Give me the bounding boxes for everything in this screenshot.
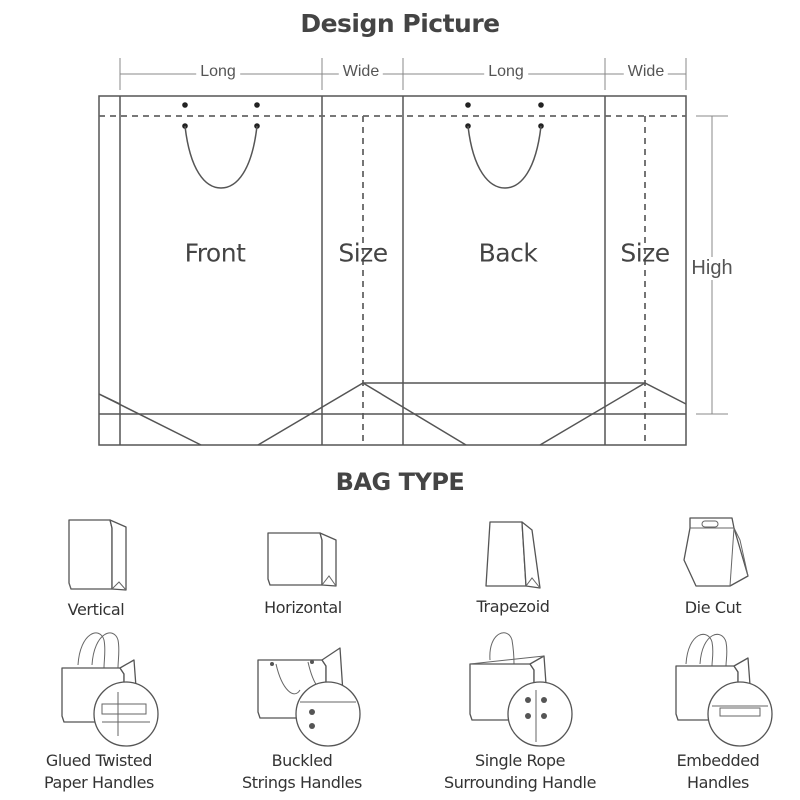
label-line: Buckled: [271, 751, 333, 770]
label-line: Embedded: [676, 751, 760, 770]
label-line: Strings Handles: [242, 773, 362, 792]
label-line: Paper Handles: [44, 773, 154, 792]
label-line: Glued Twisted: [45, 751, 153, 770]
bag-type-label-embedded: Embedded Handles: [628, 750, 800, 794]
dimension-wide-label: Wide: [623, 63, 669, 81]
back-panel-label: Back: [478, 238, 538, 268]
side-panel-label: Size: [338, 238, 388, 268]
buckled-string-handle-bag-icon: [257, 647, 361, 747]
front-panel-label: Front: [184, 238, 246, 268]
bag-type-label-buckled-strings: Buckled Strings Handles: [212, 750, 392, 794]
glued-twisted-handle-bag-icon: [61, 632, 159, 747]
bag-type-title: BAG TYPE: [335, 468, 465, 496]
die-cut-bag-icon: [683, 517, 749, 587]
bag-type-label-die-cut: Die Cut: [684, 598, 742, 617]
single-rope-handle-bag-icon: [469, 632, 573, 747]
label-line: Single Rope: [474, 751, 566, 770]
bag-type-label-horizontal: Horizontal: [264, 598, 342, 617]
dimension-wide-label: Wide: [338, 63, 384, 81]
bag-type-label-glued-twisted: Glued Twisted Paper Handles: [9, 750, 189, 794]
bag-type-label-trapezoid: Trapezoid: [476, 597, 550, 616]
dimension-long-label: Long: [484, 63, 528, 81]
horizontal-bag-icon: [267, 532, 337, 587]
bag-type-label-vertical: Vertical: [67, 600, 125, 619]
design-picture-title: Design Picture: [300, 9, 500, 38]
dieline-outline: [98, 95, 687, 446]
dimension-long-label: Long: [196, 63, 240, 81]
side-panel-label: Size: [620, 238, 670, 268]
back-handle: [465, 102, 544, 189]
front-handle: [182, 102, 260, 189]
label-line: Handles: [687, 773, 749, 792]
bag-type-label-single-rope: Single Rope Surrounding Handle: [420, 750, 620, 794]
embedded-handle-bag-icon: [675, 633, 773, 747]
vertical-bag-icon: [68, 519, 127, 591]
label-line: Surrounding Handle: [443, 773, 597, 792]
dimension-high-label: High: [687, 257, 737, 280]
trapezoid-bag-icon: [485, 521, 541, 589]
